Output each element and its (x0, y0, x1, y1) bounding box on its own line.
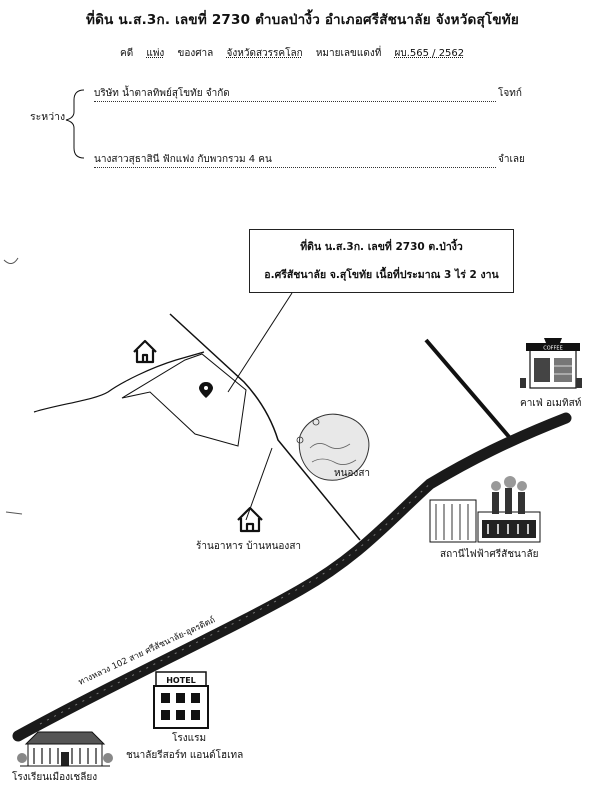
hotel-label-line-1: โรงแรม (172, 733, 207, 744)
defendant-row: นางสาวสุธาสินี ฟักแฟง กับพวกรวม 4 คน จำเ… (94, 152, 525, 168)
hotel-icon: HOTEL (153, 671, 209, 729)
plaintiff-row: บริษัท น้ำตาลทิพย์สุโขทัย จำกัด โจทก์ (94, 86, 524, 102)
cafe-sign: COFFEE (543, 346, 563, 352)
scan-mark-2 (5, 511, 23, 515)
cafe-icon: COFFEE (520, 338, 582, 389)
land-parcel (121, 353, 247, 447)
callout-line-2: อ.ศรีสัชนาลัย จ.สุโขทัย เนื้อที่ประมาณ 3… (264, 269, 499, 281)
pond-label: หนองสา (334, 468, 371, 479)
highway (12, 412, 572, 742)
restaurant-label: ร้านอาหาร บ้านหนองสา (196, 541, 302, 552)
defendant-name: นางสาวสุธาสินี ฟักแฟง กับพวกรวม 4 คน (94, 152, 496, 168)
power-plant-icon (429, 476, 541, 543)
callout-line-1: ที่ดิน น.ส.3ก. เลขที่ 2730 ต.ป่างิ้ว (300, 241, 463, 253)
school-icon (17, 731, 113, 767)
plaintiff-name: บริษัท น้ำตาลทิพย์สุโขทัย จำกัด (94, 86, 496, 102)
parcel-callout: ที่ดิน น.ส.3ก. เลขที่ 2730 ต.ป่างิ้ว อ.ศ… (249, 229, 514, 293)
plaintiff-role: โจทก์ (498, 88, 522, 99)
case-type: แพ่ง (146, 48, 165, 59)
hotel-label-line-2: ชนาลัยรีสอร์ท แอนด์โฮเทล (126, 750, 244, 761)
court-label: ของศาล (177, 48, 214, 59)
between-label: ระหว่าง (30, 111, 66, 123)
court-name: จังหวัดสวรรคโลก (226, 48, 303, 59)
party-brace (65, 89, 85, 159)
restaurant-house-icon (237, 506, 263, 533)
cafe-road (424, 338, 512, 440)
page-title: ที่ดิน น.ส.3ก. เลขที่ 2730 ตำบลป่างิ้ว อ… (85, 12, 519, 28)
side-road (169, 313, 361, 541)
local-road (33, 351, 205, 413)
cafe-label: คาเฟ่ อเมทิสท์ (520, 398, 582, 409)
defendant-role: จำเลย (498, 154, 525, 165)
location-pin-icon (199, 382, 213, 398)
school-label: โรงเรียนเมืองเชลียง (12, 772, 98, 783)
house-icon (133, 339, 157, 364)
scan-mark (3, 257, 19, 264)
red-number-label: หมายเลขแดงที่ (315, 48, 382, 59)
case-label: คดี (120, 48, 134, 59)
pond-icon (296, 413, 370, 481)
case-info: คดี แพ่ง ของศาล จังหวัดสวรรคโลก หมายเลขแ… (120, 46, 560, 61)
power-plant-label: สถานีไฟฟ้าศรีสัชนาลัย (440, 549, 539, 560)
callout-pointer (227, 292, 293, 393)
hotel-sign: HOTEL (166, 676, 196, 685)
red-number: ผบ.565 / 2562 (394, 48, 465, 59)
